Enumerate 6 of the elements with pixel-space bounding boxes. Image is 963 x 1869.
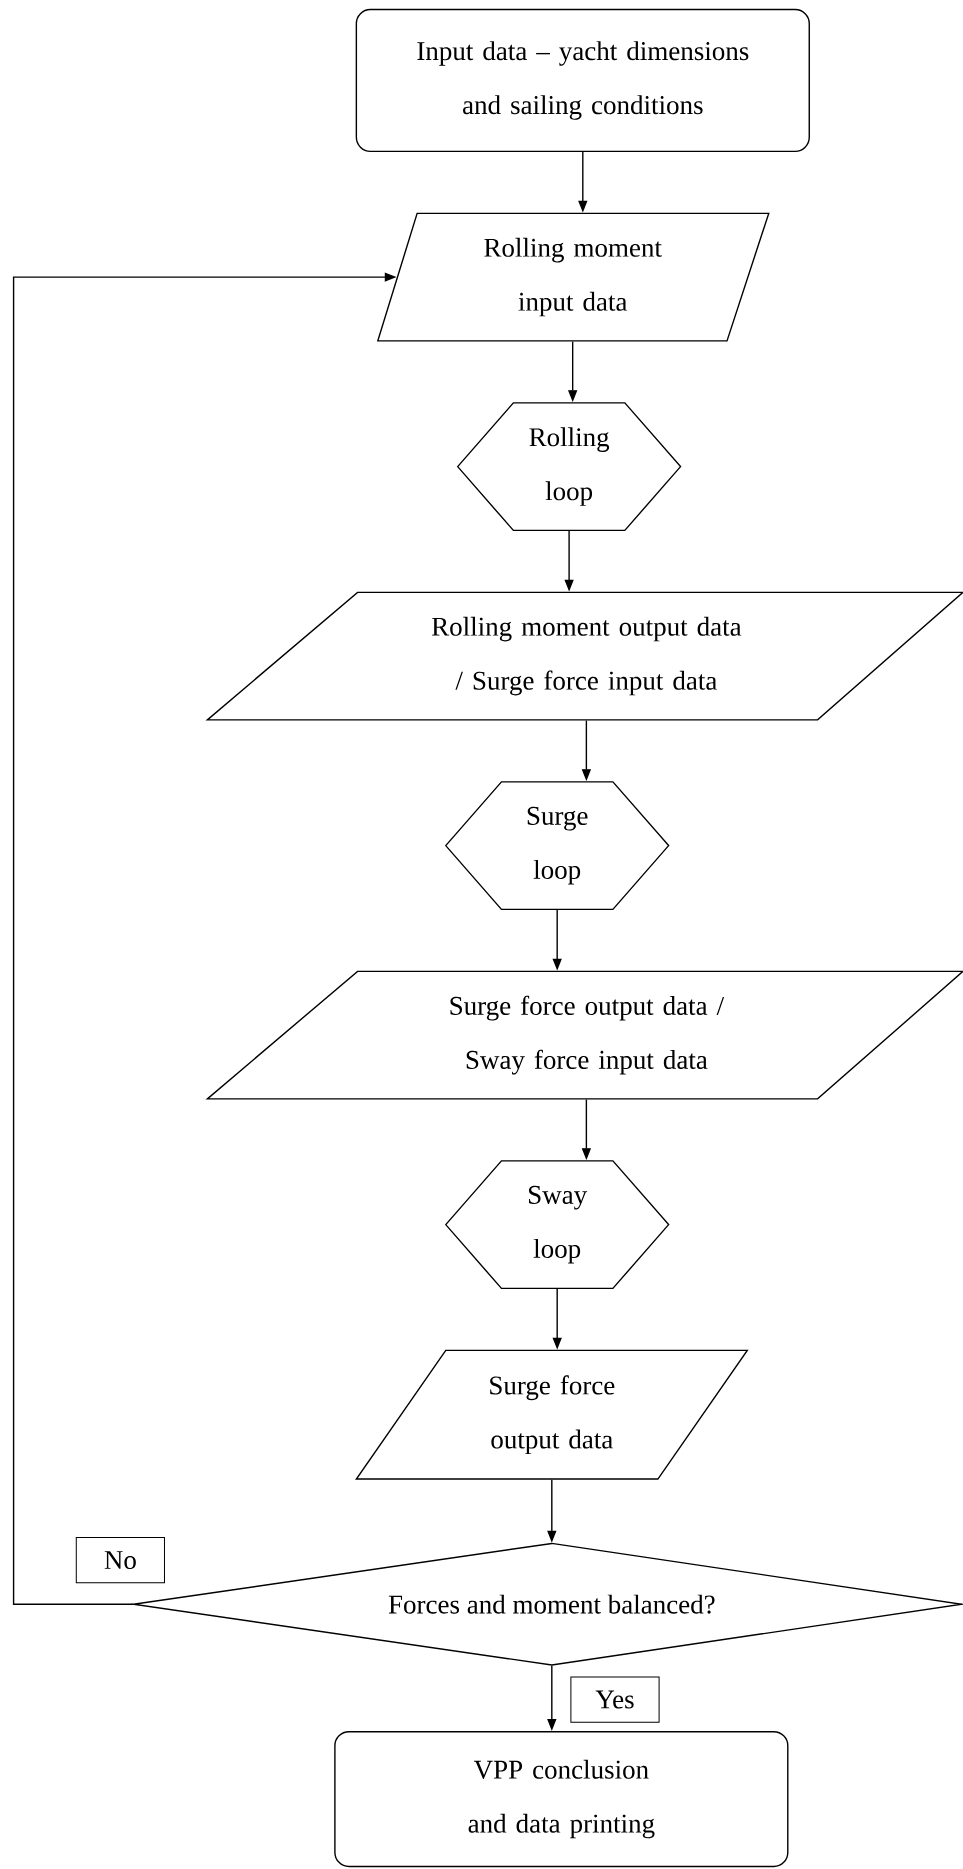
loop-hexagon: Rolling loop bbox=[456, 402, 682, 532]
terminal-box: Input data – yacht dimensions and sailing conditions bbox=[355, 8, 810, 153]
edge-label: Yes bbox=[570, 1676, 660, 1723]
edge-label: No bbox=[75, 1536, 165, 1584]
terminal-box: VPP conclusion and data printing bbox=[334, 1731, 789, 1868]
data-parallelogram: Surge force output data bbox=[355, 1349, 749, 1480]
